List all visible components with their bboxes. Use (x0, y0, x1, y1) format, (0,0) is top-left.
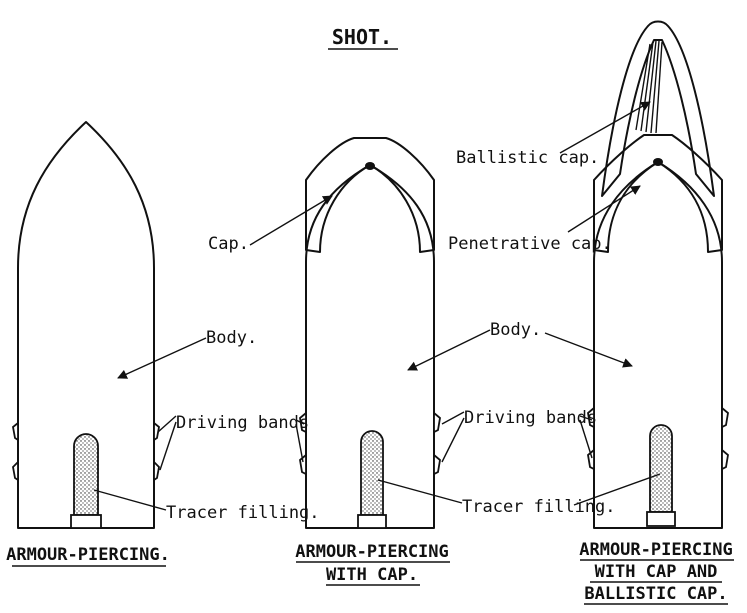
label-cap: Cap. (208, 234, 249, 254)
leader-driving-bands-right-c (579, 415, 593, 421)
apcbc-driving-band (587, 406, 595, 429)
apc-cap (305, 137, 435, 253)
armour-piercing-shot (12, 121, 160, 529)
apc-cap-tip (365, 162, 375, 170)
ap-driving-band (12, 459, 19, 482)
label-driving-bands-left: Driving bands (176, 413, 309, 433)
leader-driving-bands-left-c (295, 419, 305, 425)
apc-tracer-base (357, 514, 387, 529)
leader-body-right (544, 332, 633, 368)
leader-driving-bands-left-a (157, 415, 177, 433)
apc-driving-band (299, 453, 307, 476)
armour-piercing-with-cap-and-ballistic-cap-shot (587, 20, 729, 529)
label-tracer-left: Tracer filling. (166, 503, 320, 523)
label-ballistic-cap: Ballistic cap. (456, 148, 599, 168)
apc-driving-band (433, 453, 441, 476)
caption-armour-piercing: ARMOUR-PIERCING. (6, 545, 170, 565)
ap-tracer-base (70, 514, 102, 529)
apc-tracer-filling (360, 430, 384, 516)
apcbc-driving-band (721, 406, 729, 429)
ballistic-cap-hatching (635, 40, 663, 134)
caption-apcbc-line3: BALLISTIC CAP. (584, 584, 727, 604)
apcbc-driving-band (721, 448, 729, 471)
caption-apc-line1: ARMOUR-PIERCING (295, 542, 449, 562)
leader-cap (249, 195, 333, 246)
leader-body-left (117, 337, 207, 379)
ap-tracer-filling (73, 433, 99, 516)
label-tracer-right: Tracer filling. (462, 497, 616, 517)
leader-tracer-right (573, 473, 661, 506)
caption-apcbc-line1: ARMOUR-PIERCING (579, 540, 733, 560)
apcbc-cap-tip (653, 158, 663, 166)
leader-driving-bands-right-a (441, 411, 465, 425)
label-penetrative-cap: Penetrative cap. (448, 234, 612, 254)
caption-apc-line2: WITH CAP. (326, 565, 418, 585)
label-body-left: Body. (206, 328, 257, 348)
ap-driving-band (153, 421, 160, 442)
apcbc-tracer-filling (649, 424, 673, 513)
diagram-title: SHOT. (332, 25, 392, 49)
armour-piercing-with-cap-shot (299, 137, 441, 529)
leader-body-middle (407, 329, 491, 371)
leader-driving-bands-right-b (441, 417, 465, 463)
ap-driving-band (12, 421, 19, 442)
label-body-right: Body. (490, 320, 541, 340)
leader-tracer-left (93, 489, 167, 511)
leader-driving-bands-left-d (295, 423, 304, 463)
caption-apcbc-line2: WITH CAP AND (595, 562, 718, 582)
leader-driving-bands-right-d (579, 419, 593, 459)
leader-penetrative-cap (567, 185, 641, 233)
ap-driving-band (153, 459, 160, 482)
label-driving-bands-right: Driving bands (464, 408, 597, 428)
apc-driving-band (299, 411, 307, 434)
ap-body-outline (17, 121, 155, 529)
leader-ballistic-cap (559, 101, 651, 154)
leader-tracer-middle (377, 479, 463, 504)
apc-driving-band (433, 411, 441, 434)
apcbc-tracer-base (646, 511, 676, 527)
apcbc-penetrative-cap (593, 134, 723, 253)
leader-driving-bands-left-b (159, 421, 177, 471)
